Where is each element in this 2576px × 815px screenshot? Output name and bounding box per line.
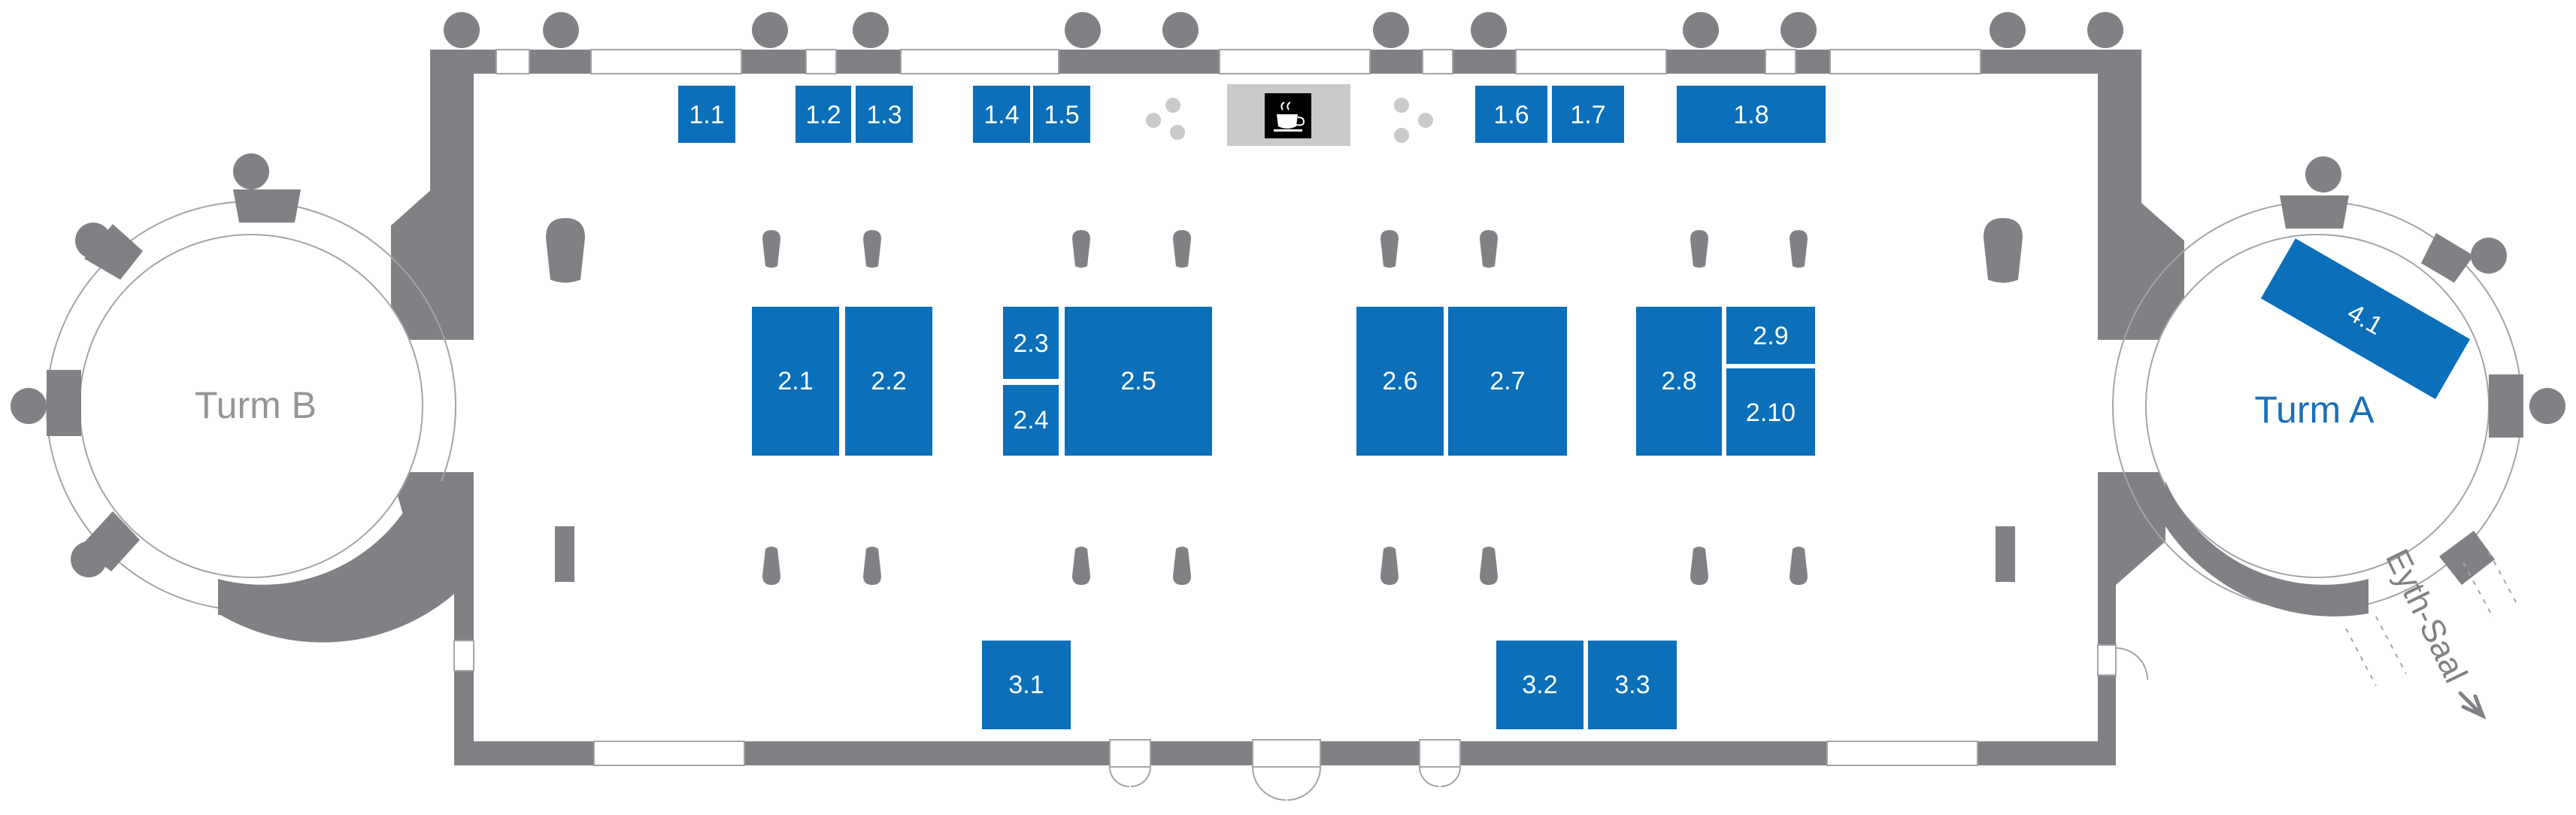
booth-2-7[interactable]: 2.7 (1448, 307, 1567, 456)
booth-2-6[interactable]: 2.6 (1356, 307, 1444, 456)
wall-bollards (444, 12, 2123, 48)
booth-label: 1.6 (1493, 101, 1529, 129)
booth-1-5[interactable]: 1.5 (1033, 86, 1090, 143)
booth-1-7[interactable]: 1.7 (1552, 86, 1624, 143)
booth-label: 2.10 (1746, 398, 1796, 427)
tower-b: Turm B (11, 153, 456, 643)
booth-1-1[interactable]: 1.1 (678, 86, 735, 143)
booth-2-3[interactable]: 2.3 (1003, 307, 1059, 379)
booth-label: 1.8 (1733, 101, 1768, 129)
booth-4-1[interactable]: 4.1 (2260, 238, 2471, 399)
booth-label: 2.4 (1013, 406, 1048, 435)
booth-label: 2.5 (1120, 367, 1156, 395)
booth-label: 2.8 (1661, 367, 1696, 395)
booth-3-1[interactable]: 3.1 (982, 641, 1071, 729)
booth-label: 2.9 (1753, 322, 1788, 350)
booth-1-2[interactable]: 1.2 (796, 86, 851, 143)
tower-b-label: Turm B (195, 384, 317, 426)
booth-2-9[interactable]: 2.9 (1726, 307, 1815, 364)
booth-label: 2.7 (1490, 367, 1525, 395)
booth-label: 1.3 (866, 101, 902, 129)
booth-label: 1.2 (805, 101, 841, 129)
booth-2-8[interactable]: 2.8 (1636, 307, 1722, 456)
booth-1-8[interactable]: 1.8 (1677, 86, 1826, 143)
booth-label: 1.1 (689, 101, 724, 129)
booth-1-6[interactable]: 1.6 (1475, 86, 1547, 143)
booth-label: 2.6 (1382, 367, 1417, 395)
tower-a-label: Turm A (2254, 389, 2374, 431)
booth-3-3[interactable]: 3.3 (1588, 641, 1677, 729)
cafe-seats-right (1394, 98, 1433, 143)
booth-label: 1.7 (1570, 101, 1605, 129)
booth-1-4[interactable]: 1.4 (973, 86, 1030, 143)
main-hall-walls (391, 50, 2184, 765)
booth-label: 2.3 (1013, 329, 1048, 358)
booth-2-4[interactable]: 2.4 (1003, 385, 1059, 456)
tower-a: Turm A (2112, 156, 2565, 686)
hall-pillars (546, 218, 2023, 585)
booth-2-5[interactable]: 2.5 (1065, 307, 1212, 456)
booth-3-2[interactable]: 3.2 (1496, 641, 1583, 729)
booth-2-10[interactable]: 2.10 (1726, 368, 1815, 456)
booth-1-3[interactable]: 1.3 (856, 86, 913, 143)
booth-label: 1.4 (983, 101, 1019, 129)
booth-label: 3.2 (1522, 671, 1557, 699)
cafe-seats-left (1146, 98, 1185, 140)
wall-windows (453, 49, 2117, 766)
booth-2-1[interactable]: 2.1 (752, 307, 839, 456)
booth-label: 3.1 (1008, 671, 1044, 699)
coffee-cup-icon (1265, 93, 1311, 138)
booth-label: 1.5 (1044, 101, 1079, 129)
cafe-area[interactable] (1146, 84, 1433, 146)
booth-label: 2.1 (777, 367, 813, 395)
booth-label: 2.2 (871, 367, 906, 395)
booth-label: 3.3 (1614, 671, 1650, 699)
booth-2-2[interactable]: 2.2 (845, 307, 932, 456)
doorways (1109, 647, 2148, 801)
arrow-icon (2458, 691, 2487, 720)
booths: 1.1 1.2 1.3 1.4 1.5 1.6 1.7 1.8 (678, 86, 2471, 729)
